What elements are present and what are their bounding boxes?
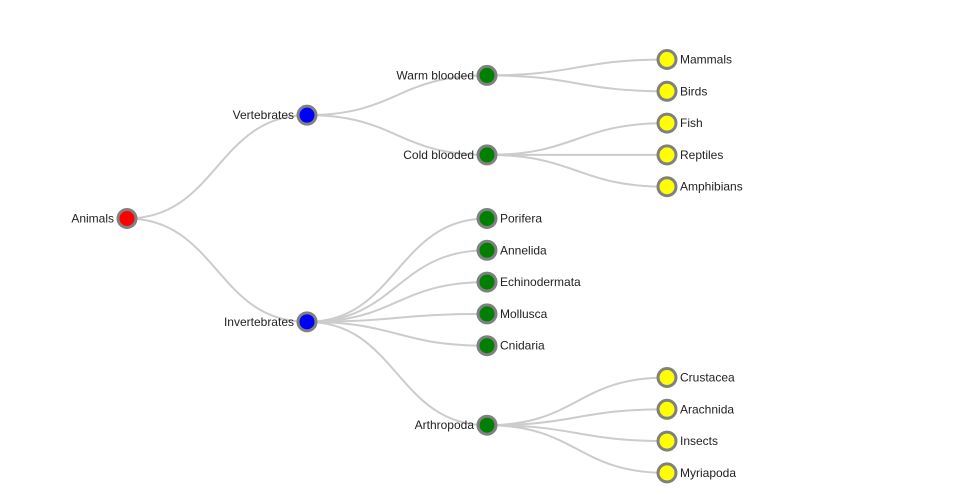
link-animals-to-vertebrates xyxy=(126,114,308,220)
node-birds[interactable]: Birds xyxy=(656,80,707,102)
node-circle[interactable] xyxy=(476,271,498,293)
link-invertebrates-to-annelida xyxy=(306,249,488,323)
link-invertebrates-to-porifera xyxy=(306,217,488,323)
link-vertebrates-to-cold-blooded xyxy=(306,114,488,156)
link-cold-blooded-to-fish xyxy=(486,122,668,156)
node-myriapoda[interactable]: Myriapoda xyxy=(656,462,736,484)
node-invertebrates[interactable]: Invertebrates xyxy=(224,311,318,333)
node-circle[interactable] xyxy=(656,430,678,452)
nodes-layer: Animals Vertebrates Warm blooded MammalsBir… xyxy=(71,49,743,484)
node-circle[interactable] xyxy=(656,398,678,420)
node-label: Annelida xyxy=(500,243,547,257)
node-reptiles[interactable]: Reptiles xyxy=(656,144,723,166)
node-cold-blooded[interactable]: Cold blooded xyxy=(403,144,498,166)
node-insects[interactable]: Insects xyxy=(656,430,718,452)
link-warm-blooded-to-birds xyxy=(486,74,668,93)
node-circle[interactable] xyxy=(296,311,318,333)
link-animals-to-invertebrates xyxy=(126,217,308,323)
node-label: Echinodermata xyxy=(500,275,581,289)
node-echinodermata[interactable]: Echinodermata xyxy=(476,271,581,293)
node-animals[interactable]: Animals xyxy=(71,208,138,229)
node-vertebrates[interactable]: Vertebrates xyxy=(233,104,318,126)
link-arthropoda-to-crustacea xyxy=(486,376,668,427)
node-fish[interactable]: Fish xyxy=(656,112,703,134)
node-circle[interactable] xyxy=(476,208,498,229)
link-arthropoda-to-insects xyxy=(486,424,668,443)
node-label: Mammals xyxy=(680,53,732,67)
node-warm-blooded[interactable]: Warm blooded xyxy=(396,64,498,86)
node-label: Crustacea xyxy=(680,371,735,385)
node-label: Amphibians xyxy=(680,180,743,194)
node-label: Insects xyxy=(680,434,718,448)
link-cold-blooded-to-amphibians xyxy=(486,153,668,188)
node-circle[interactable] xyxy=(476,239,498,261)
node-label: Fish xyxy=(680,116,703,130)
node-circle[interactable] xyxy=(656,144,678,166)
node-circle[interactable] xyxy=(116,208,138,229)
node-circle[interactable] xyxy=(656,49,678,70)
node-crustacea[interactable]: Crustacea xyxy=(656,367,735,388)
node-circle[interactable] xyxy=(476,335,498,357)
node-label: Myriapoda xyxy=(680,466,736,480)
node-cnidaria[interactable]: Cnidaria xyxy=(476,335,545,357)
node-label: Cnidaria xyxy=(500,339,545,353)
node-mollusca[interactable]: Mollusca xyxy=(476,303,548,325)
node-arachnida[interactable]: Arachnida xyxy=(656,398,734,420)
link-vertebrates-to-warm-blooded xyxy=(306,74,488,117)
links-layer xyxy=(126,58,668,474)
node-label: Animals xyxy=(71,212,114,226)
link-invertebrates-to-mollusca xyxy=(306,312,488,323)
node-circle[interactable] xyxy=(296,104,318,126)
link-invertebrates-to-echinodermata xyxy=(306,281,488,323)
link-arthropoda-to-arachnida xyxy=(486,408,668,427)
node-circle[interactable] xyxy=(476,144,498,166)
node-label: Reptiles xyxy=(680,148,723,162)
node-circle[interactable] xyxy=(476,303,498,325)
node-label: Cold blooded xyxy=(403,148,474,162)
link-arthropoda-to-myriapoda xyxy=(486,424,668,474)
node-circle[interactable] xyxy=(476,414,498,436)
node-circle[interactable] xyxy=(656,462,678,484)
node-label: Warm blooded xyxy=(396,68,474,82)
node-arthropoda[interactable]: Arthropoda xyxy=(415,414,498,436)
node-label: Vertebrates xyxy=(233,108,294,122)
node-label: Arthropoda xyxy=(415,418,475,432)
node-label: Birds xyxy=(680,84,707,98)
link-invertebrates-to-cnidaria xyxy=(306,320,488,347)
node-circle[interactable] xyxy=(656,176,678,198)
node-label: Arachnida xyxy=(680,402,734,416)
node-circle[interactable] xyxy=(656,112,678,134)
node-circle[interactable] xyxy=(476,64,498,86)
node-label: Mollusca xyxy=(500,307,548,321)
node-mammals[interactable]: Mammals xyxy=(656,49,732,70)
link-warm-blooded-to-mammals xyxy=(486,58,668,77)
node-porifera[interactable]: Porifera xyxy=(476,208,542,229)
node-label: Invertebrates xyxy=(224,315,294,329)
link-invertebrates-to-arthropoda xyxy=(306,320,488,427)
node-amphibians[interactable]: Amphibians xyxy=(656,176,743,198)
node-annelida[interactable]: Annelida xyxy=(476,239,547,261)
node-circle[interactable] xyxy=(656,367,678,388)
node-label: Porifera xyxy=(500,212,542,226)
node-circle[interactable] xyxy=(656,80,678,102)
